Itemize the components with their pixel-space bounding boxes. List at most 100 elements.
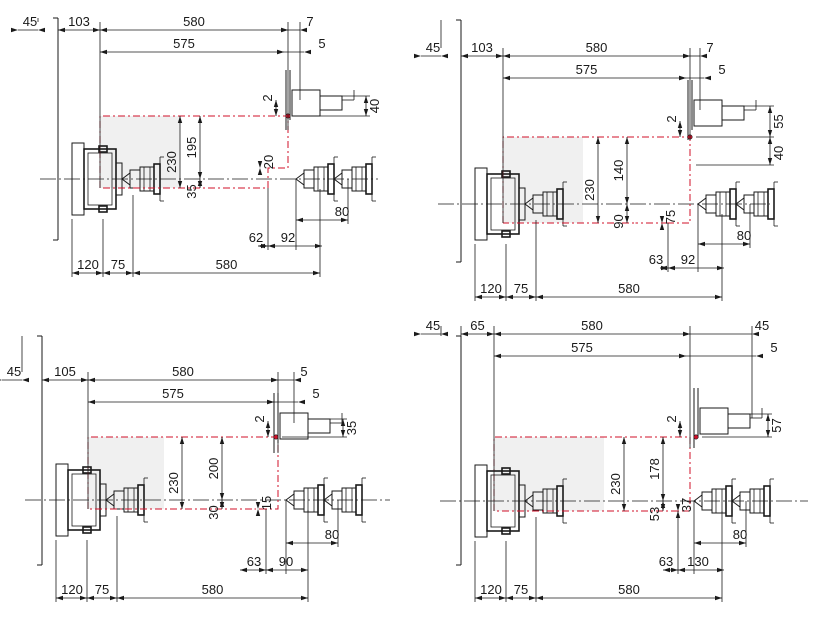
dim-base-chuck: 120 — [61, 582, 83, 597]
dim-offset: 103 — [471, 40, 493, 55]
arrowhead — [715, 294, 722, 300]
chuck-inner — [71, 473, 97, 527]
arrowhead — [414, 53, 421, 59]
dim-tool-b: 90 — [279, 554, 293, 569]
arrowhead — [494, 353, 501, 359]
arrowhead — [487, 331, 494, 337]
dim-base-chuck: 120 — [480, 582, 502, 597]
arrowhead — [624, 137, 630, 144]
arrowhead — [197, 116, 203, 123]
dim-base-travel: 580 — [202, 582, 224, 597]
arrowhead — [340, 419, 346, 426]
arrowhead — [621, 437, 627, 444]
turret-arm — [727, 413, 751, 429]
dim-z-total: 230 — [164, 151, 179, 173]
arrowhead — [683, 331, 690, 337]
dim-tool-reach: 80 — [335, 204, 349, 219]
arrowhead — [767, 137, 773, 144]
dim-x-ref: 575 — [162, 386, 184, 401]
arrowhead — [340, 430, 346, 437]
arrowhead — [677, 130, 683, 137]
tool-point-marker — [693, 434, 699, 440]
arrowhead — [660, 494, 666, 501]
arrowhead — [298, 399, 305, 405]
dim-clearance: 5 — [300, 364, 307, 379]
dim-z-upper: 178 — [647, 458, 662, 480]
arrowhead — [93, 27, 100, 33]
chuck-jaw-bottom — [501, 527, 511, 535]
chuck-jaw-bottom — [501, 230, 511, 238]
dim-x-travel: 580 — [586, 40, 608, 55]
arrowhead — [475, 294, 482, 300]
arrowhead — [177, 116, 183, 123]
arrowhead — [273, 100, 279, 107]
arrowhead — [96, 270, 103, 276]
arrowhead — [595, 216, 601, 223]
dim-x-travel: 580 — [581, 318, 603, 333]
arrowhead — [300, 27, 307, 33]
arrowhead — [752, 331, 759, 337]
dim-base-travel: 580 — [618, 281, 640, 296]
arrowhead — [197, 181, 203, 188]
arrowhead — [494, 331, 501, 337]
arrowhead — [117, 595, 124, 601]
arrowhead — [461, 53, 468, 59]
dim-x-ref: 575 — [571, 340, 593, 355]
arrowhead — [257, 168, 263, 175]
arrowhead — [273, 109, 279, 116]
dim-z-total: 230 — [582, 179, 597, 201]
arrowhead — [659, 216, 665, 223]
arrowhead — [80, 595, 87, 601]
arrowhead — [414, 331, 421, 337]
holder-flange — [767, 188, 775, 220]
arrowhead — [266, 567, 273, 573]
arrowhead — [286, 540, 293, 546]
holder-flange — [365, 163, 373, 195]
dim-spindle-face: 45 — [426, 318, 440, 333]
dim-spindle-face: 45 — [426, 40, 440, 55]
arrowhead — [499, 595, 506, 601]
arrowhead — [294, 377, 301, 383]
dim-turret-offset: 5 — [312, 386, 319, 401]
arrowhead — [767, 106, 773, 113]
arrowhead — [743, 241, 750, 247]
arrowhead — [529, 294, 536, 300]
arrowhead — [133, 270, 140, 276]
arrowhead — [529, 595, 536, 601]
dim-x-travel: 580 — [183, 14, 205, 29]
dim-turret-height: 40 — [367, 99, 382, 113]
arrowhead — [0, 379, 2, 381]
arrowhead — [659, 223, 665, 230]
arrowhead — [56, 595, 63, 601]
arrowhead — [677, 430, 683, 437]
arrowhead — [506, 595, 513, 601]
arrowhead — [765, 430, 771, 437]
dim-chuck-step: 75 — [663, 210, 678, 224]
dim-z-total: 230 — [608, 473, 623, 495]
dim-tool-b: 92 — [681, 252, 695, 267]
dim-spindle-face: 45 — [23, 14, 37, 29]
turret-arm — [307, 418, 331, 434]
dim-tool-a: 62 — [249, 230, 263, 245]
dim-base-jaw: 75 — [111, 257, 125, 272]
arrowhead — [315, 243, 322, 249]
arrowhead — [668, 265, 675, 271]
arrowhead — [219, 437, 225, 444]
arrowhead — [595, 137, 601, 144]
dim-z-lower: 35 — [184, 184, 199, 198]
arrowhead — [197, 172, 203, 179]
arrowhead — [281, 27, 288, 33]
arrowhead — [661, 265, 668, 271]
arrowhead — [38, 27, 45, 33]
arrowhead — [100, 27, 107, 33]
arrowhead — [503, 75, 510, 81]
dim-base-chuck: 120 — [480, 281, 502, 296]
arrowhead — [621, 504, 627, 511]
arrowhead — [717, 567, 724, 573]
arrowhead — [72, 270, 79, 276]
arrowhead — [679, 75, 686, 81]
dim-tool-a: 63 — [649, 252, 663, 267]
arrowhead — [126, 270, 133, 276]
arrowhead — [42, 377, 49, 383]
